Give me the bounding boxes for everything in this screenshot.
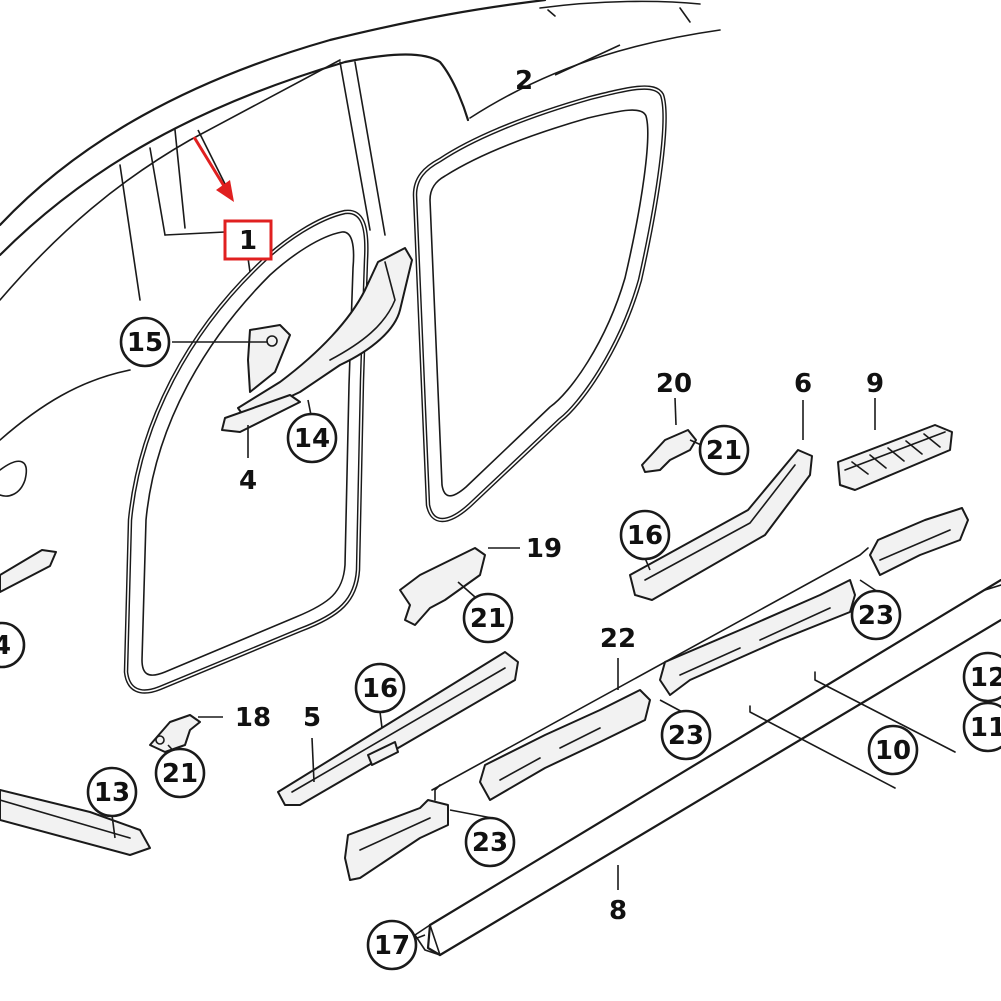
callout-circle — [850, 589, 902, 641]
callout-circle — [464, 816, 516, 868]
bracket-lines — [431, 547, 956, 801]
callout-circle — [119, 316, 171, 368]
callout-circle — [962, 701, 1001, 753]
callout-c14: 14 — [286, 412, 338, 464]
callout-label: 4 — [0, 631, 11, 661]
callout-c12: 12 — [962, 651, 1001, 703]
b-pillar-trim — [221, 247, 413, 433]
callout-label: 21 — [706, 436, 742, 466]
callout-label: 17 — [374, 931, 410, 961]
vent-grille — [837, 424, 953, 491]
callout-circle — [354, 662, 406, 714]
callout-c17: 17 — [366, 919, 418, 971]
callout-c2: 2 — [515, 66, 533, 96]
rocker-panel — [414, 578, 1001, 957]
callout-c15: 15 — [119, 316, 171, 368]
callout-c10: 10 — [867, 724, 919, 776]
callout-label: 13 — [94, 778, 130, 808]
callout-label: 16 — [627, 521, 663, 551]
callout-circle — [867, 724, 919, 776]
callout-circle — [286, 412, 338, 464]
callout-label: 21 — [470, 604, 506, 634]
clips — [149, 429, 697, 753]
callout-c4: 4 — [239, 466, 257, 496]
callouts: 1244568910111213141516161718192021212122… — [0, 66, 1001, 971]
callout-label: 18 — [235, 703, 271, 733]
callout-circle — [962, 651, 1001, 703]
callout-label: 14 — [294, 424, 330, 454]
callout-c16b: 16 — [354, 662, 406, 714]
callout-label: 10 — [875, 736, 911, 766]
callout-label: 23 — [858, 601, 894, 631]
left-side-trim — [0, 549, 151, 856]
callout-label: 19 — [526, 534, 562, 564]
callout-c21c: 21 — [154, 747, 206, 799]
callout-label: 15 — [127, 328, 163, 358]
callout-label: 23 — [668, 721, 704, 751]
callout-circle — [0, 621, 26, 669]
callout-c11: 11 — [962, 701, 1001, 753]
highlight-arrow — [192, 136, 234, 202]
rear-door-seal — [412, 85, 667, 523]
callout-c13: 13 — [86, 766, 138, 818]
callout-c23c: 23 — [464, 816, 516, 868]
callout-label: 9 — [866, 369, 884, 399]
callout-label: 16 — [362, 674, 398, 704]
callout-label: 4 — [239, 466, 257, 496]
callout-circle — [619, 509, 671, 561]
callout-label: 21 — [162, 759, 198, 789]
callout-c20: 20 — [656, 369, 692, 399]
callout-c22: 22 — [600, 624, 636, 654]
callout-label: 6 — [794, 369, 812, 399]
callout-c18: 18 — [235, 703, 271, 733]
callout-c23a: 23 — [850, 589, 902, 641]
callout-circle — [660, 709, 712, 761]
callout-circle — [154, 747, 206, 799]
callout-c6: 6 — [794, 369, 812, 399]
callout-c9: 9 — [866, 369, 884, 399]
callout-label: 11 — [970, 713, 1001, 743]
callout-c4b: 4 — [0, 621, 26, 669]
callout-label: 5 — [303, 703, 321, 733]
sill-strips — [277, 449, 813, 806]
car-body-outline — [0, 0, 721, 497]
callout-c8: 8 — [609, 896, 627, 926]
callout-c19: 19 — [526, 534, 562, 564]
callout-c21b: 21 — [462, 592, 514, 644]
callout-circle — [366, 919, 418, 971]
front-door-seal — [123, 209, 369, 694]
callout-circle — [86, 766, 138, 818]
callout-circle — [462, 592, 514, 644]
callout-label: 23 — [472, 828, 508, 858]
callout-circle — [698, 424, 750, 476]
support-brackets — [344, 507, 969, 881]
callout-c23b: 23 — [660, 709, 712, 761]
callout-label: 12 — [970, 663, 1001, 693]
callout-label: 22 — [600, 624, 636, 654]
callout-c1: 1 — [223, 219, 273, 261]
callout-label: 2 — [515, 66, 533, 96]
callout-c21a: 21 — [698, 424, 750, 476]
highlight-box — [223, 219, 273, 261]
callout-label: 1 — [239, 226, 257, 256]
callout-c16a: 16 — [619, 509, 671, 561]
callout-label: 20 — [656, 369, 692, 399]
callout-c5: 5 — [303, 703, 321, 733]
callout-label: 8 — [609, 896, 627, 926]
